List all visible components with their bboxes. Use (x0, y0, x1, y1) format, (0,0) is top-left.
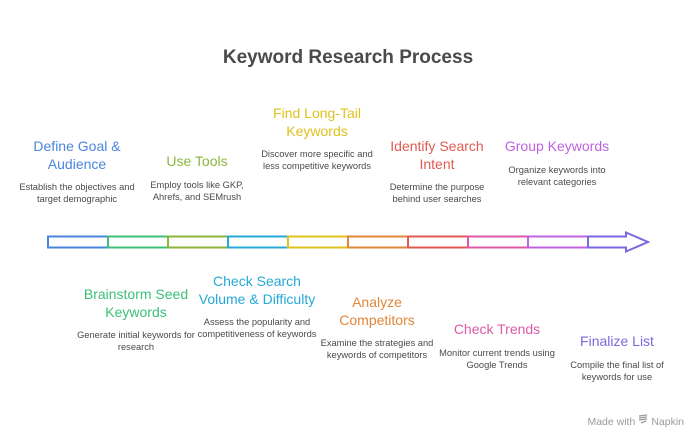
timeline-segment (227, 235, 289, 249)
timeline-segment (167, 235, 229, 249)
step-define-goal: Define Goal & Audience Establish the obj… (17, 138, 137, 205)
step-description: Examine the strategies and keywords of c… (320, 338, 434, 360)
step-use-tools: Use Tools Employ tools like GKP, Ahrefs,… (137, 153, 257, 203)
timeline-segment (407, 235, 469, 249)
step-long-tail: Find Long-Tail Keywords Discover more sp… (257, 105, 377, 172)
timeline-segment (347, 235, 409, 249)
step-analyze-competitors: Analyze Competitors Examine the strategi… (317, 294, 437, 361)
step-title: Define Goal & Audience (33, 138, 121, 172)
timeline-segment (107, 235, 169, 249)
step-title: Finalize List (580, 333, 654, 349)
timeline-segment (527, 235, 589, 249)
timeline-segment (467, 235, 529, 249)
step-description: Discover more specific and less competit… (261, 149, 373, 171)
step-title: Identify Search Intent (390, 138, 484, 172)
step-search-intent: Identify Search Intent Determine the pur… (377, 138, 497, 205)
step-title: Brainstorm Seed Keywords (83, 286, 189, 320)
step-brainstorm: Brainstorm Seed Keywords Generate initia… (76, 286, 196, 353)
step-description: Compile the final list of keywords for u… (570, 359, 664, 382)
timeline-arrowhead-segment (587, 230, 651, 254)
step-description: Organize keywords into relevant categori… (508, 164, 606, 187)
step-title: Check Trends (453, 321, 541, 337)
step-description: Employ tools like GKP, Ahrefs, and SEMru… (150, 179, 244, 202)
timeline-segment (287, 235, 349, 249)
footer-brand: Napkin (651, 416, 684, 428)
step-group-keywords: Group Keywords Organize keywords into re… (497, 138, 617, 188)
step-description: Monitor current trends using Google Tren… (439, 347, 555, 370)
made-with-napkin: Made with Napkin (587, 414, 684, 428)
step-title: Use Tools (166, 153, 228, 169)
step-description: Establish the objectives and target demo… (19, 182, 135, 204)
step-description: Generate initial keywords for research (77, 330, 195, 352)
footer-prefix: Made with (587, 416, 636, 428)
step-description: Determine the purpose behind user search… (389, 182, 485, 204)
step-title: Find Long-Tail Keywords (273, 105, 361, 139)
napkin-logo-icon (638, 414, 648, 428)
step-title: Analyze Competitors (339, 294, 415, 328)
diagram-title: Keyword Research Process (222, 47, 474, 68)
step-title: Group Keywords (504, 138, 610, 154)
timeline-segment (47, 235, 109, 249)
step-title: Check Search Volume & Difficulty (198, 273, 316, 307)
step-check-volume: Check Search Volume & Difficulty Assess … (197, 273, 317, 340)
step-finalize-list: Finalize List Compile the final list of … (557, 333, 677, 383)
step-check-trends: Check Trends Monitor current trends usin… (437, 321, 557, 371)
step-description: Assess the popularity and competitivenes… (197, 317, 317, 339)
